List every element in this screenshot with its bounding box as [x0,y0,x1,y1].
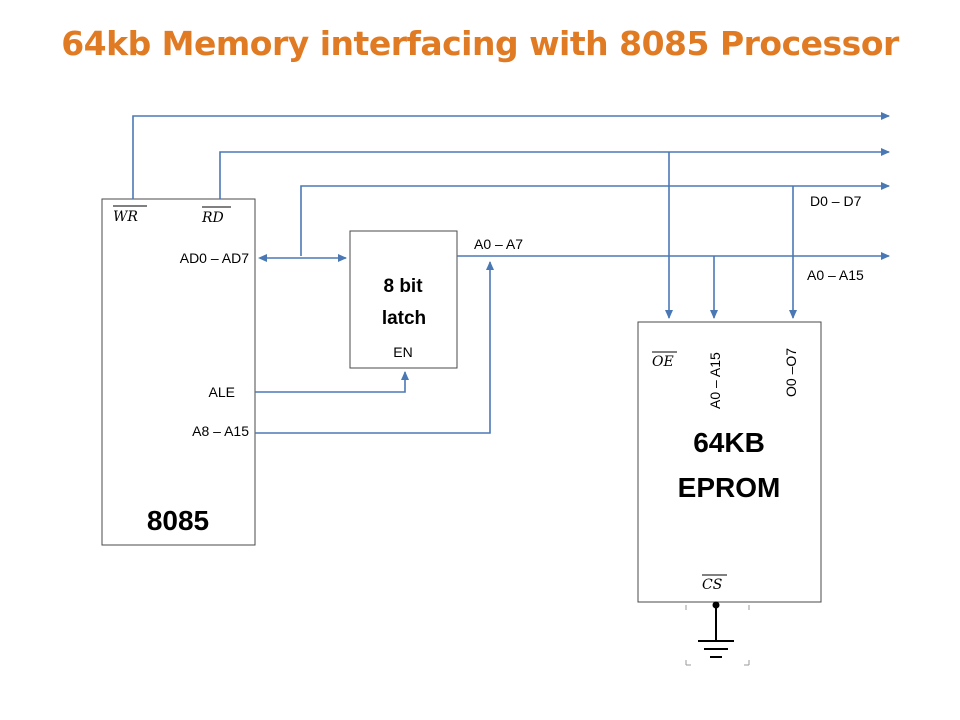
ale-line [255,371,409,393]
wires [132,112,890,434]
processor-name: 8085 [147,505,209,536]
data-bus-d0-d7 [300,182,890,256]
eprom-block [637,321,822,603]
latch-block [349,230,458,369]
processor-8085-block [101,198,256,546]
a0-a15-bus-label: A0 – A15 [807,267,864,283]
eprom-data-pin-label: O0 –O7 [783,348,799,397]
eprom-title-line2: EPROM [678,472,781,503]
oe-pin-label: OE [652,354,674,370]
a0-a7-bus-label: A0 – A7 [474,236,523,252]
ground-icon [698,601,734,658]
a8-a15-pin-label: A8 – A15 [192,423,249,439]
eprom-title-line1: 64KB [693,427,765,458]
rd-pin-label: RD [201,210,224,226]
rd-line [219,148,890,199]
ale-pin-label: ALE [209,384,235,400]
wr-pin-label: WR [113,209,138,225]
ad0-ad7-pin-label: AD0 – AD7 [180,250,249,266]
selection-handles [685,605,750,666]
wr-line [132,112,890,199]
latch-enable-label: EN [393,344,412,360]
latch-title-line1: 8 bit [383,276,423,297]
latch-title-line2: latch [382,308,426,329]
d0-d7-bus-label: D0 – D7 [810,193,862,209]
slide-title: 64kb Memory interfacing with 8085 Proces… [61,24,899,63]
a8-a15-line [255,261,494,434]
eprom-address-pin-label: A0 – A15 [707,352,723,409]
cs-pin-label: CS [702,577,722,593]
